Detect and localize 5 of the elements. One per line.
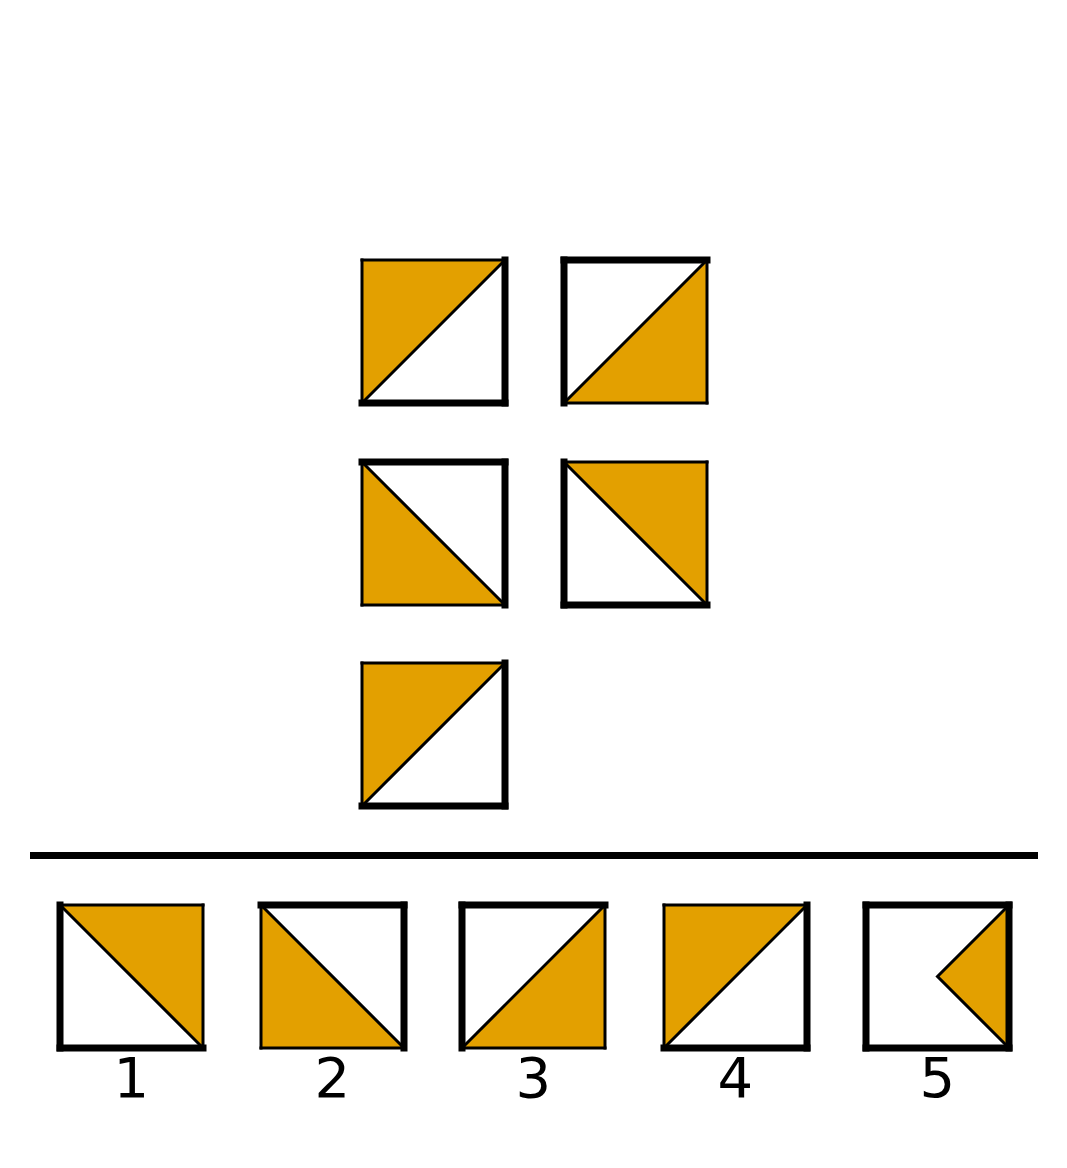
option-number: 4 <box>717 1048 754 1108</box>
option-number: 5 <box>919 1048 956 1108</box>
option-number: 3 <box>515 1048 552 1108</box>
option-number: 2 <box>314 1048 351 1108</box>
option-number: 1 <box>113 1048 150 1108</box>
